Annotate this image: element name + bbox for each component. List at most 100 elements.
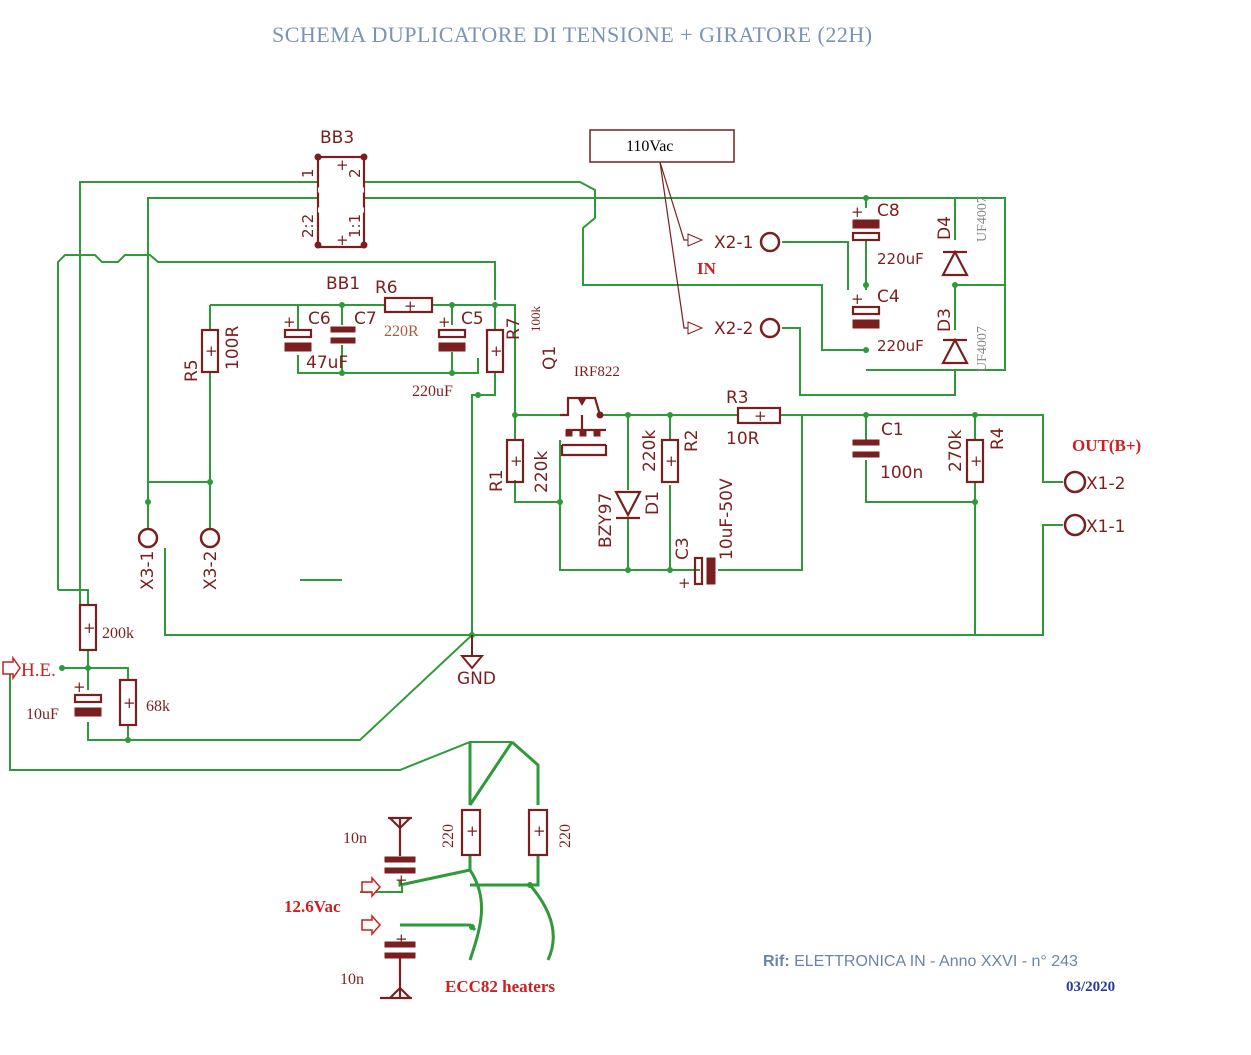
svg-text:+: +	[438, 313, 451, 331]
junctions	[59, 195, 978, 930]
c3-value: 10uF-50V	[717, 478, 737, 560]
r5-name: R5	[182, 359, 202, 382]
c4-name: C4	[877, 287, 900, 307]
c-he-value: 10uF	[26, 706, 59, 723]
svg-text:+: +	[404, 297, 417, 315]
x3-2-label: X3-2	[201, 551, 221, 590]
svg-text:+: +	[336, 156, 349, 174]
svg-text:+: +	[851, 203, 864, 221]
connector-x2-1: X2-1	[714, 231, 781, 253]
resistor-220-a: + 220	[440, 808, 482, 857]
c-h2-value: 10n	[340, 971, 364, 988]
c-h1-value: 10n	[343, 830, 367, 847]
c8-name: C8	[877, 201, 900, 221]
resistor-r1: + R1 220k	[487, 438, 552, 493]
capacitor-c3: + C3 10uF-50V	[673, 478, 737, 592]
c8-value: 220uF	[877, 250, 924, 268]
x1-2-label: X1-2	[1086, 474, 1125, 494]
c7-name: C7	[354, 309, 377, 329]
x2-1-label: X2-1	[714, 233, 753, 253]
he-label: H.E.	[21, 660, 56, 681]
ground-symbol: GND	[457, 635, 496, 689]
resistor-68k: + 68k	[118, 678, 170, 727]
r6-value: 220R	[384, 323, 419, 340]
svg-text:+: +	[533, 822, 546, 840]
connector-x2-2: X2-2	[714, 317, 781, 339]
capacitor-c5: + C5 220uF	[412, 309, 484, 400]
r2-value: 220k	[640, 430, 660, 472]
in-label: IN	[697, 259, 717, 278]
connector-x1-1: X1-1	[1063, 513, 1125, 537]
svg-text:+: +	[283, 313, 296, 331]
svg-text:+: +	[73, 678, 86, 696]
bb3-pin-2: 2	[346, 168, 364, 178]
svg-text:+: +	[678, 574, 691, 592]
input-label-box: 110Vac	[589, 129, 735, 335]
c4-value: 220uF	[877, 337, 924, 355]
connector-x1-2: X1-2	[1063, 470, 1125, 494]
svg-text:+: +	[395, 871, 408, 889]
r6-name: R6	[375, 278, 398, 298]
c5-name: C5	[461, 309, 484, 329]
capacitor-c8: + C8 220uF	[851, 201, 924, 268]
svg-text:+: +	[466, 822, 479, 840]
r4-name: R4	[988, 427, 1008, 450]
bb3-label: BB3	[320, 128, 354, 148]
r5-value: 100R	[223, 326, 243, 370]
x2-2-label: X2-2	[714, 319, 753, 339]
r7-value: 100k	[528, 306, 543, 333]
reference-text: ELETTRONICA IN - Anno XXVI - n° 243	[794, 953, 1078, 970]
q1-value: IRF822	[574, 364, 620, 380]
out-label: OUT(B+)	[1072, 436, 1141, 455]
capacitor-c6: + C6 47uF	[283, 309, 348, 373]
capacitor-10uf: + 10uF	[26, 678, 103, 723]
heater-input-arrows	[361, 876, 382, 936]
capacitor-c4: + C4 220uF	[851, 287, 924, 355]
wires	[9, 181, 1063, 961]
r-he2-value: 68k	[146, 698, 170, 715]
capacitor-10n-a: + 10n	[343, 816, 416, 889]
schematic-title: SCHEMA DUPLICATORE DI TENSIONE + GIRATOR…	[272, 22, 873, 47]
reference-line: Rif: ELETTRONICA IN - Anno XXVI - n° 243	[763, 953, 1078, 970]
d4-value: UF4007	[975, 196, 990, 242]
svg-text:+: +	[83, 619, 96, 637]
bb3-pin-1: 1	[299, 168, 317, 178]
svg-text:+: +	[490, 342, 503, 360]
r1-name: R1	[487, 469, 507, 492]
resistor-r5: + R5 100R	[182, 326, 243, 382]
r1-value: 220k	[532, 451, 552, 493]
resistor-r7: + R7 100k	[485, 306, 543, 374]
heaters-label: ECC82 heaters	[445, 977, 555, 996]
capacitor-c7: C7	[330, 309, 377, 344]
bb1-label: BB1	[326, 274, 360, 294]
r2-name: R2	[682, 429, 702, 452]
resistor-r3: + R3 10R	[726, 388, 782, 449]
diode-d3: D3 UF4007	[935, 308, 990, 372]
d3-name: D3	[935, 308, 955, 332]
bb3-pin-11: 1:1	[346, 214, 364, 238]
r-h1-value: 220	[440, 824, 457, 848]
connector-x3-2: X3-2	[199, 527, 221, 590]
bb3-pin-22: 2:2	[299, 214, 317, 238]
zener-d1: BZY97 D1	[596, 490, 663, 548]
svg-text:+: +	[336, 231, 349, 249]
bridge-bb3: BB3 + + 1 2 2:2 1:1	[299, 128, 368, 249]
svg-text:+: +	[754, 407, 767, 425]
c6-name: C6	[308, 309, 331, 329]
capacitor-10n-b: + 10n	[340, 930, 416, 1000]
svg-text:+: +	[123, 694, 136, 712]
q1-name: Q1	[540, 346, 560, 370]
d3-value: UF4007	[975, 326, 990, 372]
input-voltage: 110Vac	[626, 138, 673, 155]
svg-text:+: +	[395, 930, 408, 948]
x1-1-label: X1-1	[1086, 517, 1125, 537]
resistor-220-b: + 220	[527, 808, 574, 857]
x3-1-label: X3-1	[138, 551, 158, 590]
c1-name: C1	[881, 420, 904, 440]
r4-value: 270k	[946, 430, 966, 472]
c3-name: C3	[673, 537, 693, 560]
diode-d4: D4 UF4007	[935, 196, 990, 277]
mosfet-q1: Q1 IRF822	[540, 346, 620, 457]
svg-text:+: +	[205, 342, 218, 360]
